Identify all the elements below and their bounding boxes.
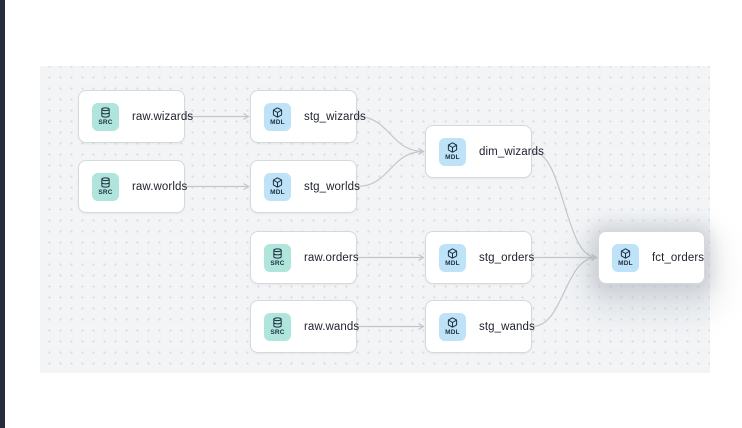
node-stg_worlds[interactable]: MDL stg_worlds bbox=[250, 160, 360, 213]
model-type-badge: MDL bbox=[439, 312, 466, 341]
node-raw_wizards[interactable]: SRC raw.wizards bbox=[78, 90, 193, 143]
cube-icon bbox=[272, 177, 283, 188]
node-stg_wands[interactable]: MDL stg_wands bbox=[425, 300, 535, 353]
node-label: raw.orders bbox=[304, 251, 359, 264]
badge-label: MDL bbox=[445, 259, 460, 267]
node-raw_worlds[interactable]: SRC raw.worlds bbox=[78, 160, 188, 213]
node-stg_wizards[interactable]: MDL stg_wizards bbox=[250, 90, 366, 143]
node-label: stg_wizards bbox=[304, 110, 366, 123]
source-type-badge: SRC bbox=[92, 172, 119, 201]
database-icon bbox=[272, 248, 283, 259]
badge-label: MDL bbox=[445, 328, 460, 336]
cube-icon bbox=[447, 142, 458, 153]
badge-label: SRC bbox=[270, 328, 285, 336]
node-label: raw.wizards bbox=[132, 110, 194, 123]
database-icon bbox=[100, 177, 111, 188]
cube-icon bbox=[447, 317, 458, 328]
cube-icon bbox=[447, 248, 458, 259]
node-dim_wizards[interactable]: MDL dim_wizards bbox=[425, 125, 544, 178]
cube-icon bbox=[620, 248, 631, 259]
node-label: raw.wands bbox=[304, 320, 360, 333]
node-label: stg_wands bbox=[479, 320, 535, 333]
model-type-badge: MDL bbox=[264, 172, 291, 201]
model-type-badge: MDL bbox=[612, 243, 639, 272]
node-raw_orders[interactable]: SRC raw.orders bbox=[250, 231, 359, 284]
model-type-badge: MDL bbox=[439, 243, 466, 272]
database-icon bbox=[272, 317, 283, 328]
node-label: stg_worlds bbox=[304, 180, 360, 193]
badge-label: SRC bbox=[270, 259, 285, 267]
node-raw_wands[interactable]: SRC raw.wands bbox=[250, 300, 360, 353]
node-label: stg_orders bbox=[479, 251, 535, 264]
app-sidebar-edge bbox=[0, 0, 5, 428]
badge-label: MDL bbox=[270, 118, 285, 126]
database-icon bbox=[100, 107, 111, 118]
badge-label: SRC bbox=[98, 188, 113, 196]
cube-icon bbox=[272, 107, 283, 118]
source-type-badge: SRC bbox=[264, 243, 291, 272]
badge-label: MDL bbox=[445, 153, 460, 161]
badge-label: MDL bbox=[618, 259, 633, 267]
node-label: raw.worlds bbox=[132, 180, 188, 193]
source-type-badge: SRC bbox=[264, 312, 291, 341]
model-type-badge: MDL bbox=[264, 102, 291, 131]
node-fct_orders[interactable]: MDL fct_orders bbox=[598, 231, 705, 284]
node-stg_orders[interactable]: MDL stg_orders bbox=[425, 231, 535, 284]
node-label: dim_wizards bbox=[479, 145, 545, 158]
source-type-badge: SRC bbox=[92, 102, 119, 131]
model-type-badge: MDL bbox=[439, 137, 466, 166]
badge-label: SRC bbox=[98, 118, 113, 126]
node-label: fct_orders bbox=[652, 251, 705, 264]
badge-label: MDL bbox=[270, 188, 285, 196]
